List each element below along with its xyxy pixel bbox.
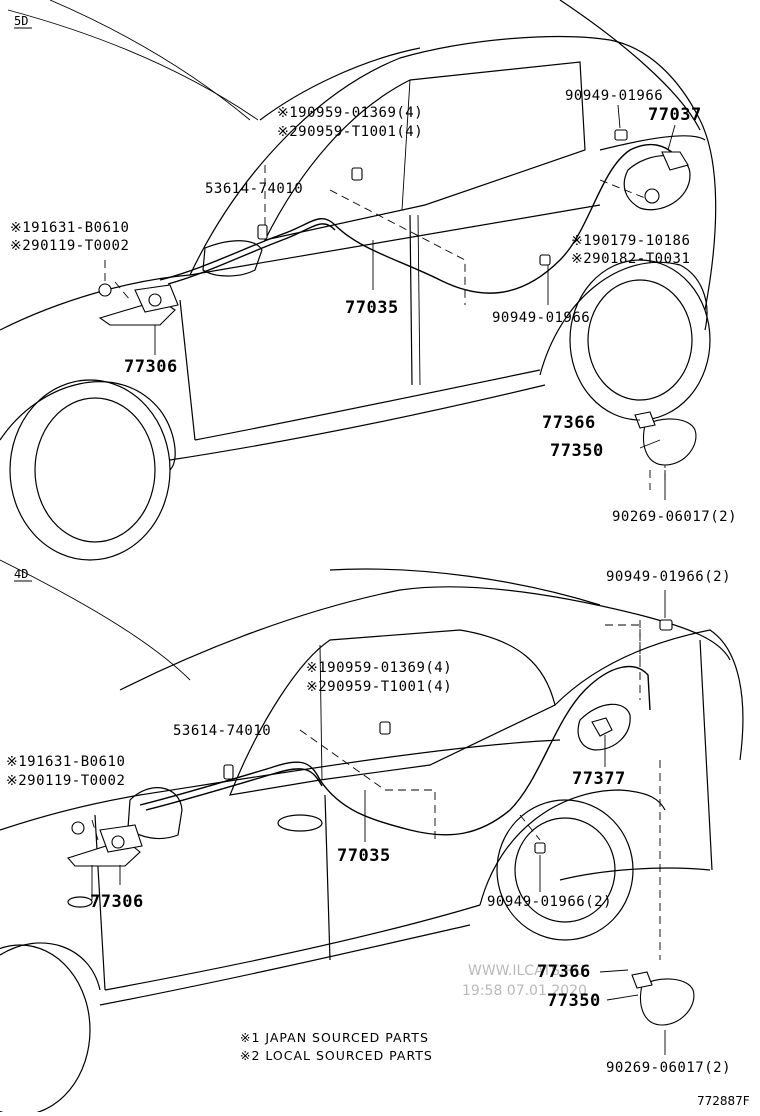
part-label-cable-clip-right-5d: 90949-01966 [565, 88, 663, 104]
car-outline-4d [0, 559, 744, 1116]
part-label-screw-l-5d: ※290182-T0031 [571, 251, 690, 267]
part-label-lever-4d: 77306 [90, 892, 144, 912]
lever-77306-4d [67, 824, 143, 867]
clip-glyph-5d [98, 129, 689, 297]
part-label-lid-screw-4d: 90269-06017(2) [606, 1060, 731, 1076]
cable-77035-5d [159, 143, 676, 294]
part-label-clip-l-5d: ※290959-T1001(4) [277, 124, 423, 140]
watermark-site: WWW.ILCATS.RU [468, 963, 584, 979]
part-label-hinge-4d: 77366 [537, 962, 591, 982]
part-label-cable-clip-lower-5d: 90949-01966 [492, 310, 590, 326]
note-japan-sourced: ※1 JAPAN SOURCED PARTS [240, 1030, 429, 1045]
part-label-bolt-l-5d: ※290119-T0002 [10, 238, 129, 254]
part-label-bolt-j-4d: ※191631-B0610 [6, 754, 125, 770]
part-label-clip-l-4d: ※290959-T1001(4) [306, 679, 452, 695]
section-label-4d: 4D [14, 567, 28, 581]
part-label-cable-5d: 77035 [345, 298, 399, 318]
part-label-clip-j-5d: ※190959-01369(4) [277, 105, 423, 121]
part-label-cable-4d: 77035 [337, 846, 391, 866]
part-label-lock-4d: 77377 [572, 769, 626, 789]
part-label-bolt-j-5d: ※191631-B0610 [10, 220, 129, 236]
part-label-lid-4d: 77350 [547, 991, 601, 1011]
part-label-cable-clip-right-4d: 90949-01966(2) [606, 569, 731, 585]
cable-77035-4d [139, 665, 651, 836]
part-label-bolt-l-4d: ※290119-T0002 [6, 773, 125, 789]
part-label-hinge-5d: 77366 [542, 413, 596, 433]
note-local-sourced: ※2 LOCAL SOURCED PARTS [240, 1048, 433, 1063]
part-label-lever-5d: 77306 [124, 357, 178, 377]
part-label-lid-screw-5d: 90269-06017(2) [612, 509, 737, 525]
part-label-grommet-4d: 53614-74010 [173, 723, 271, 739]
part-label-screw-j-5d: ※190179-10186 [571, 233, 690, 249]
clip-glyph-4d [71, 619, 673, 854]
lever-77306-5d [98, 284, 179, 326]
part-label-cable-clip-lower-4d: 90949-01966(2) [487, 894, 612, 910]
part-label-clip-j-4d: ※190959-01369(4) [306, 660, 452, 676]
part-label-lid-5d: 77350 [550, 441, 604, 461]
figure-code: 772887F [697, 1094, 750, 1108]
lid-77350-4d [631, 971, 695, 1026]
watermark-stamp: 19:58 07.01.2020 [462, 983, 587, 999]
part-label-grommet-5d: 53614-74010 [205, 181, 303, 197]
lid-77350-5d [634, 411, 697, 466]
section-label-5d: 5D [14, 14, 28, 28]
part-label-opener-assy-5d: 77037 [648, 105, 702, 125]
car-outline-5d [0, 0, 717, 561]
